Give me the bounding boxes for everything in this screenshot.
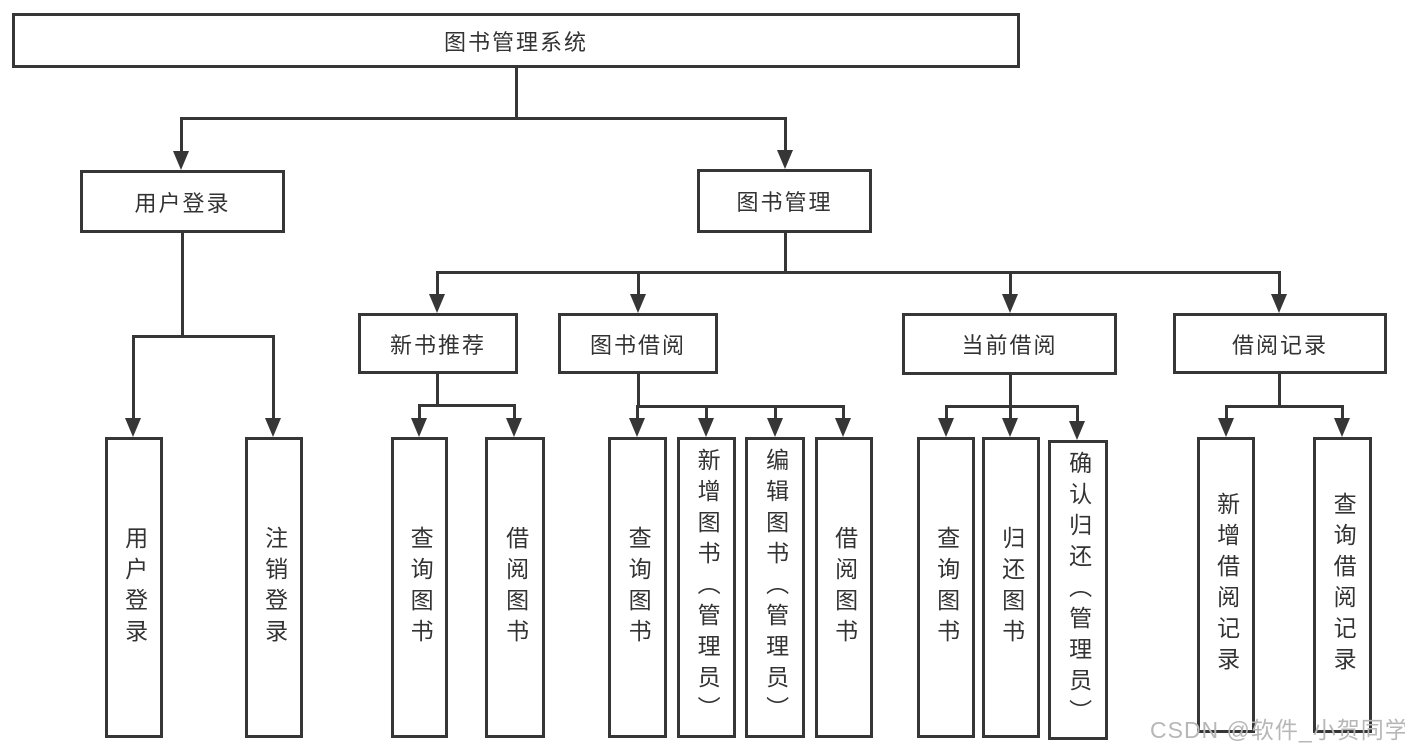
connector-line (637, 374, 640, 407)
connector-line (436, 271, 439, 296)
leaf-label: 借阅图书 (502, 525, 529, 650)
connector-line (945, 405, 1079, 408)
node-label: 借阅记录 (1231, 332, 1328, 358)
connector-line (272, 335, 275, 420)
connector-line (1225, 405, 1228, 420)
leaf-user-login: 用户登录 (105, 437, 163, 738)
arrow-down-icon (767, 418, 783, 437)
connector-line (436, 374, 439, 406)
connector-line (636, 405, 639, 420)
connector-line (1341, 405, 1344, 420)
leaf-label: 注销登录 (261, 525, 288, 650)
node-new-book-recommend: 新书推荐 (358, 313, 518, 374)
leaf-label: 查询图书 (407, 525, 434, 650)
node-label: 图书管理系统 (443, 29, 588, 55)
leaf-logout: 注销登录 (245, 437, 303, 738)
connector-line (181, 233, 184, 335)
leaf-label: 查询图书 (933, 525, 960, 650)
arrow-down-icon (777, 150, 793, 169)
connector-line (436, 271, 1281, 274)
connector-line (1009, 375, 1012, 407)
node-current-borrow: 当前借阅 (902, 313, 1117, 375)
connector-line (705, 405, 708, 420)
connector-line (132, 335, 135, 420)
node-label: 新书推荐 (389, 332, 486, 358)
leaf-add-borrow-record: 新增借阅记录 (1197, 437, 1255, 733)
leaf-add-book-admin: 新增图书（管理员） (677, 437, 736, 738)
arrow-down-icon (1002, 418, 1018, 437)
connector-line (418, 404, 421, 420)
arrow-down-icon (1271, 294, 1287, 313)
leaf-label: 新增借阅记录 (1213, 492, 1240, 678)
connector-line (784, 233, 787, 273)
leaf-label: 编辑图书（管理员） (762, 448, 789, 727)
arrow-down-icon (506, 418, 522, 437)
arrow-down-icon (938, 418, 954, 437)
node-label: 当前借阅 (961, 333, 1058, 358)
connector-line (1009, 271, 1012, 296)
leaf-label: 借阅图书 (831, 525, 858, 650)
node-label: 图书借阅 (589, 332, 686, 358)
connector-line (513, 404, 516, 420)
arrow-down-icon (629, 418, 645, 437)
connector-line (132, 335, 274, 338)
arrow-down-icon (1334, 418, 1350, 437)
connector-line (945, 405, 948, 420)
connector-line (842, 405, 845, 420)
leaf-label: 查询图书 (625, 525, 652, 650)
arrow-down-icon (265, 418, 281, 437)
leaf-query-book-borrow: 查询图书 (608, 437, 667, 738)
connector-line (180, 117, 183, 153)
leaf-label: 用户登录 (121, 525, 148, 650)
connector-line (636, 405, 845, 408)
node-library-system: 图书管理系统 (12, 13, 1020, 68)
node-book-management: 图书管理 (697, 169, 872, 233)
leaf-query-book-recommend: 查询图书 (391, 437, 448, 738)
leaf-borrow-book-recommend: 借阅图书 (485, 437, 545, 738)
leaf-label: 归还图书 (998, 525, 1025, 650)
csdn-watermark: CSDN @软件_小贺同学 (1150, 717, 1405, 743)
connector-line (1278, 271, 1281, 296)
arrow-down-icon (173, 151, 189, 170)
node-book-borrow: 图书借阅 (558, 313, 718, 374)
arrow-down-icon (1069, 421, 1085, 440)
arrow-down-icon (125, 418, 141, 437)
connector-line (1225, 405, 1343, 408)
node-label: 图书管理 (736, 190, 833, 215)
connector-line (418, 404, 516, 407)
leaf-borrow-book: 借阅图书 (815, 437, 873, 738)
leaf-label: 查询借阅记录 (1330, 492, 1357, 678)
connector-line (784, 117, 787, 152)
node-user-login: 用户登录 (80, 170, 285, 233)
leaf-query-book-current: 查询图书 (917, 437, 975, 738)
node-label: 用户登录 (134, 190, 231, 216)
leaf-query-borrow-record: 查询借阅记录 (1313, 437, 1372, 733)
leaf-edit-book-admin: 编辑图书（管理员） (745, 437, 805, 738)
connector-line (515, 68, 518, 117)
arrow-down-icon (1002, 294, 1018, 313)
arrow-down-icon (698, 418, 714, 437)
arrow-down-icon (835, 418, 851, 437)
connector-line (774, 405, 777, 420)
connector-line (637, 271, 640, 296)
connector-line (1278, 374, 1281, 407)
arrow-down-icon (429, 294, 445, 313)
leaf-confirm-return-admin: 确认归还（管理员） (1048, 440, 1108, 740)
connector-line (181, 117, 787, 120)
leaf-label: 确认归还（管理员） (1065, 450, 1092, 730)
connector-line (1076, 405, 1079, 422)
leaf-label: 新增图书（管理员） (694, 448, 721, 727)
arrow-down-icon (411, 418, 427, 437)
leaf-return-book: 归还图书 (982, 437, 1040, 738)
arrow-down-icon (630, 294, 646, 313)
connector-line (1009, 405, 1012, 420)
node-borrow-record: 借阅记录 (1173, 313, 1387, 374)
arrow-down-icon (1218, 418, 1234, 437)
